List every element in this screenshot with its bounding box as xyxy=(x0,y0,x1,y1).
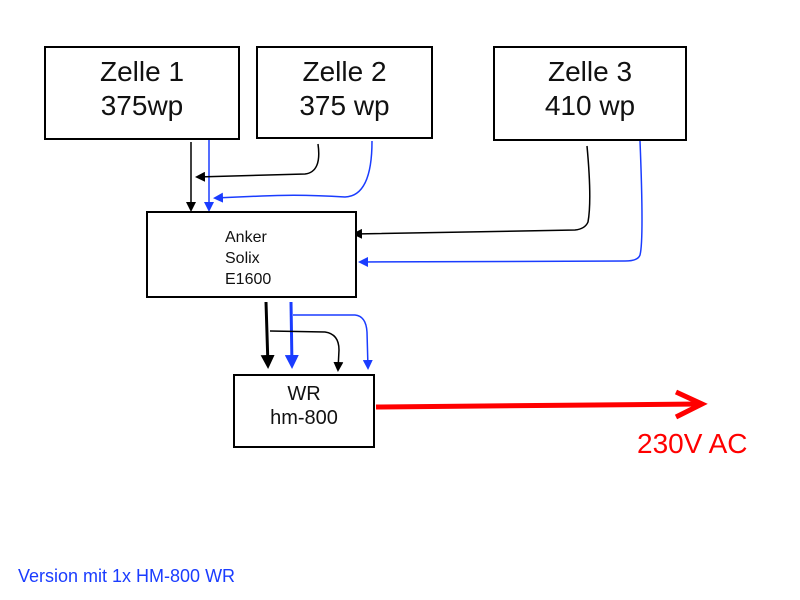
cell-2-name: Zelle 2 xyxy=(302,56,387,87)
cell-1-name: Zelle 1 xyxy=(99,56,185,87)
wire-out1-positive xyxy=(260,301,275,369)
inverter-label-line2: hm-800 xyxy=(270,407,338,429)
wire-out2-positive xyxy=(269,330,344,372)
cell-3-power: 410 wp xyxy=(544,90,636,121)
solar-cell-3: Zelle 3 410 wp xyxy=(493,46,687,141)
solar-cell-2: Zelle 2 375 wp xyxy=(256,46,433,139)
diagram-caption: Version mit 1x HM-800 WR xyxy=(18,566,236,586)
ac-output-arrowhead xyxy=(674,389,708,420)
solar-cell-1: Zelle 1 375wp xyxy=(44,46,240,140)
wire-out2-negative xyxy=(293,314,373,370)
ac-output-line xyxy=(375,401,701,410)
wire-cell2-positive xyxy=(195,143,320,182)
wire-cell3-negative xyxy=(358,140,643,267)
ac-output-label: 230V AC xyxy=(637,428,748,459)
battery-label-line2: Solix xyxy=(225,250,260,267)
battery-anker-solix: Anker Solix E1600 xyxy=(146,211,357,298)
wire-out1-negative xyxy=(284,301,299,369)
cell-2-power: 375 wp xyxy=(299,90,390,121)
cell-3-name: Zelle 3 xyxy=(547,56,633,87)
cell-1-power: 375wp xyxy=(100,90,184,121)
inverter-hm800: WR hm-800 xyxy=(233,374,375,448)
battery-label-line3: E1600 xyxy=(225,271,272,288)
wire-cell2-negative xyxy=(213,140,373,203)
battery-label-line1: Anker xyxy=(225,229,267,246)
wire-cell3-positive xyxy=(352,145,591,239)
inverter-label-line1: WR xyxy=(287,383,321,405)
